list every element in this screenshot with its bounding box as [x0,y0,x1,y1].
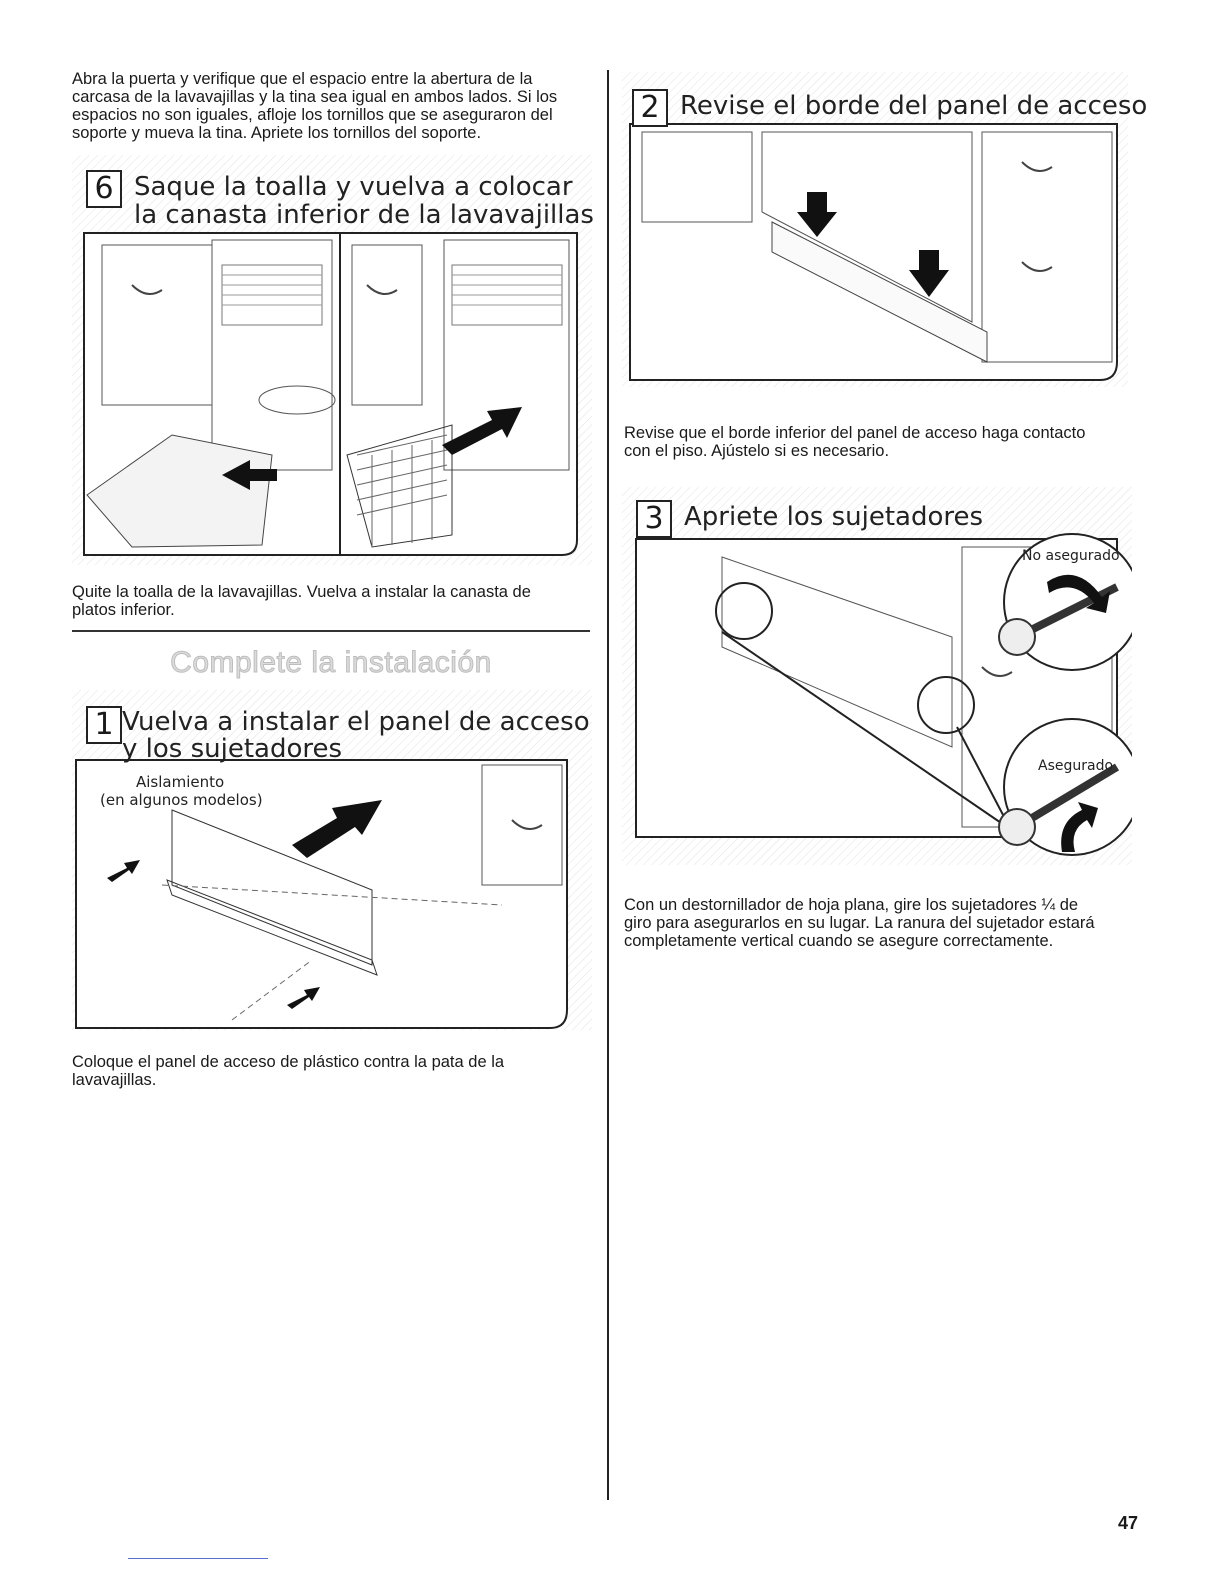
step2-title: Revise el borde del panel de acceso [680,91,1148,121]
step3-caption-line: giro para asegurarlos en su lugar. La ra… [624,914,1095,932]
step3-caption-line: completamente vertical cuando se asegure… [624,932,1054,950]
insulation-label-line2: (en algunos modelos) [100,791,263,809]
step1-title-line1: Vuelva a instalar el panel de acceso [122,707,590,737]
step3-illustration [622,487,1132,865]
step6-caption: Quite la toalla de la lavavajillas. Vuel… [72,583,592,619]
step1-figure: 1 Vuelva a instalar el panel de acceso y… [72,690,592,1030]
page-number: 47 [1118,1513,1139,1533]
step3-title: Apriete los sujetadores [684,502,984,532]
intro-line: espacios no son iguales, afloje los torn… [72,106,553,124]
section-divider [72,630,590,632]
step1-number: 1 [86,706,122,744]
step1-caption: Coloque el panel de acceso de plástico c… [72,1053,592,1089]
step1-title-line2: y los sujetadores [122,734,343,764]
footer-rule [128,1558,268,1559]
step6-title-line1: Saque la toalla y vuelva a colocar [134,172,573,202]
step6-caption-line: Quite la toalla de la lavavajillas. Vuel… [72,583,531,601]
step2-illustration [622,72,1128,387]
step2-caption: Revise que el borde inferior del panel d… [624,424,1134,460]
step3-figure: 3 Apriete los sujetadores No asegurado A… [622,487,1132,865]
step2-figure: 2 Revise el borde del panel de acceso [622,72,1147,387]
step1-caption-line: Coloque el panel de acceso de plástico c… [72,1053,505,1071]
step2-caption-line: Revise que el borde inferior del panel d… [624,424,1086,442]
not-secured-label: No asegurado [1022,548,1120,564]
intro-line: carcasa de la lavavajillas y la tina sea… [72,88,558,106]
secured-label: Asegurado [1038,758,1114,774]
step1-caption-line: lavavajillas. [72,1071,157,1089]
step2-number: 2 [632,89,668,127]
step6-illustration [72,155,592,565]
step3-caption-line: Con un destornillador de hoja plana, gir… [624,896,1079,914]
section-title: Complete la instalación [170,646,492,680]
step2-caption-line: con el piso. Ajústelo si es necesario. [624,442,890,460]
step3-caption: Con un destornillador de hoja plana, gir… [624,896,1134,950]
insulation-label-line1: Aislamiento [136,773,225,791]
intro-line: Abra la puerta y verifique que el espaci… [72,70,533,88]
step6-figure: 6 Saque la toalla y vuelva a colocar la … [72,155,594,565]
step6-title-line2: la canasta inferior de la lavavajillas [134,200,594,230]
intro-line: soporte y mueva la tina. Apriete los tor… [72,124,482,142]
step6-number: 6 [86,170,122,208]
step1-illustration [72,690,592,1030]
step6-caption-line: platos inferior. [72,601,175,619]
step3-number: 3 [636,500,672,538]
intro-paragraph: Abra la puerta y verifique que el espaci… [72,70,592,142]
column-divider [607,70,609,1500]
